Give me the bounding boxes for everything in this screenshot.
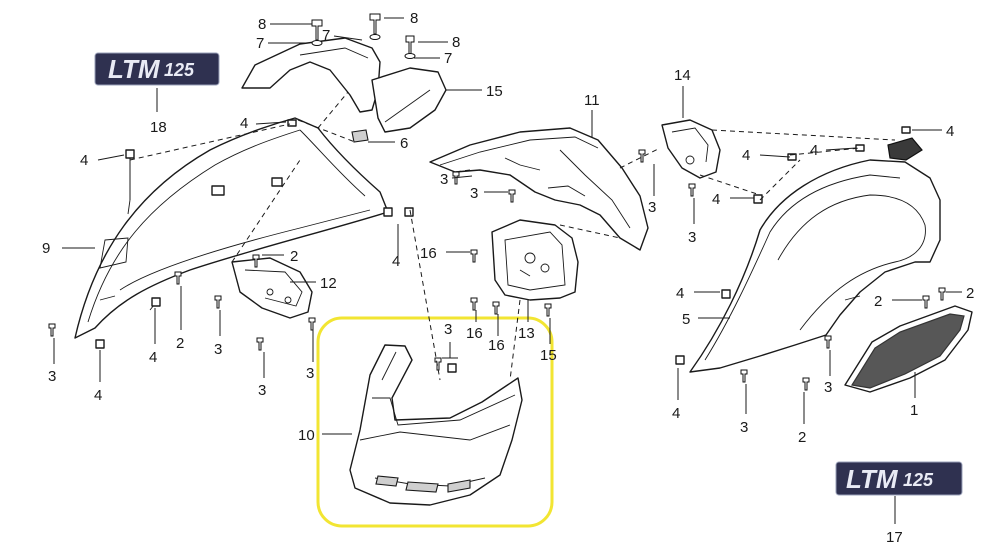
callout-14: 14: [674, 67, 691, 84]
callout-7: 7: [444, 50, 452, 67]
part-13-mount-bracket: [491, 219, 579, 301]
callout-4: 4: [672, 405, 680, 422]
callout-6: 6: [400, 135, 408, 152]
callout-2: 2: [176, 335, 184, 352]
callout-3: 3: [306, 365, 314, 382]
callout-3: 3: [214, 341, 222, 358]
callout-16: 16: [466, 325, 483, 342]
callout-12: 12: [320, 275, 337, 292]
callout-4: 4: [946, 123, 954, 140]
callout-7: 7: [256, 35, 264, 52]
logo-number: 125: [903, 470, 934, 490]
callout-3: 3: [258, 382, 266, 399]
callout-13: 13: [518, 325, 535, 342]
callout-4: 4: [742, 147, 750, 164]
callout-15: 15: [486, 83, 503, 100]
callout-7: 7: [322, 27, 330, 44]
callout-8: 8: [410, 10, 418, 27]
callout-3: 3: [440, 171, 448, 188]
callout-4: 4: [149, 349, 157, 366]
part-11-center-cover: [429, 127, 649, 251]
part-14-bracket: [661, 119, 721, 179]
logo-badge-18: LTM 125: [94, 52, 220, 86]
callout-1: 1: [910, 402, 918, 419]
hardware-clips: [95, 119, 911, 373]
callout-4: 4: [240, 115, 248, 132]
callout-2: 2: [798, 429, 806, 446]
callout-3: 3: [444, 321, 452, 338]
part-15-top-bracket: [241, 37, 447, 143]
part-1-reflector: [844, 305, 973, 393]
logo-badge-17: LTM 125: [835, 461, 963, 496]
leader-lines: [53, 17, 962, 524]
callout-8: 8: [452, 34, 460, 51]
logo-number: 125: [164, 60, 195, 80]
callout-3: 3: [48, 368, 56, 385]
part-5-right-panel: [689, 137, 941, 373]
callout-16: 16: [488, 337, 505, 354]
callout-8: 8: [258, 16, 266, 33]
callout-11: 11: [584, 92, 600, 109]
callout-15: 15: [540, 347, 557, 364]
hardware-screws: [48, 149, 946, 391]
callout-4: 4: [712, 191, 720, 208]
callout-3: 3: [740, 419, 748, 436]
logo-text: LTM: [108, 54, 161, 84]
part-12-small-cover: [231, 257, 313, 319]
callout-18: 18: [150, 119, 167, 136]
callout-17: 17: [886, 529, 903, 546]
assembly-lines: [129, 91, 896, 381]
callout-3: 3: [648, 199, 656, 216]
callout-4: 4: [94, 387, 102, 404]
callout-3: 3: [824, 379, 832, 396]
callout-4: 4: [80, 152, 88, 169]
callout-4: 4: [676, 285, 684, 302]
callout-2: 2: [966, 285, 974, 302]
callout-4: 4: [810, 142, 818, 159]
callout-2: 2: [290, 248, 298, 265]
part-10-front-cover: [349, 344, 523, 506]
logo-text: LTM: [846, 464, 899, 494]
callout-4: 4: [392, 253, 400, 270]
top-screws: [311, 13, 416, 59]
callout-3: 3: [688, 229, 696, 246]
callout-3: 3: [470, 185, 478, 202]
part-9-side-panel: [74, 117, 389, 339]
callout-9: 9: [42, 240, 50, 257]
callout-5: 5: [682, 311, 690, 328]
callout-10: 10: [298, 427, 315, 444]
callout-2: 2: [874, 293, 882, 310]
callout-labels: 18 9 4 4 8 7 7 8 8 7 15 6 11 3 3 16 16 1…: [42, 10, 974, 546]
highlight-box: [316, 316, 554, 528]
callout-16: 16: [420, 245, 437, 262]
